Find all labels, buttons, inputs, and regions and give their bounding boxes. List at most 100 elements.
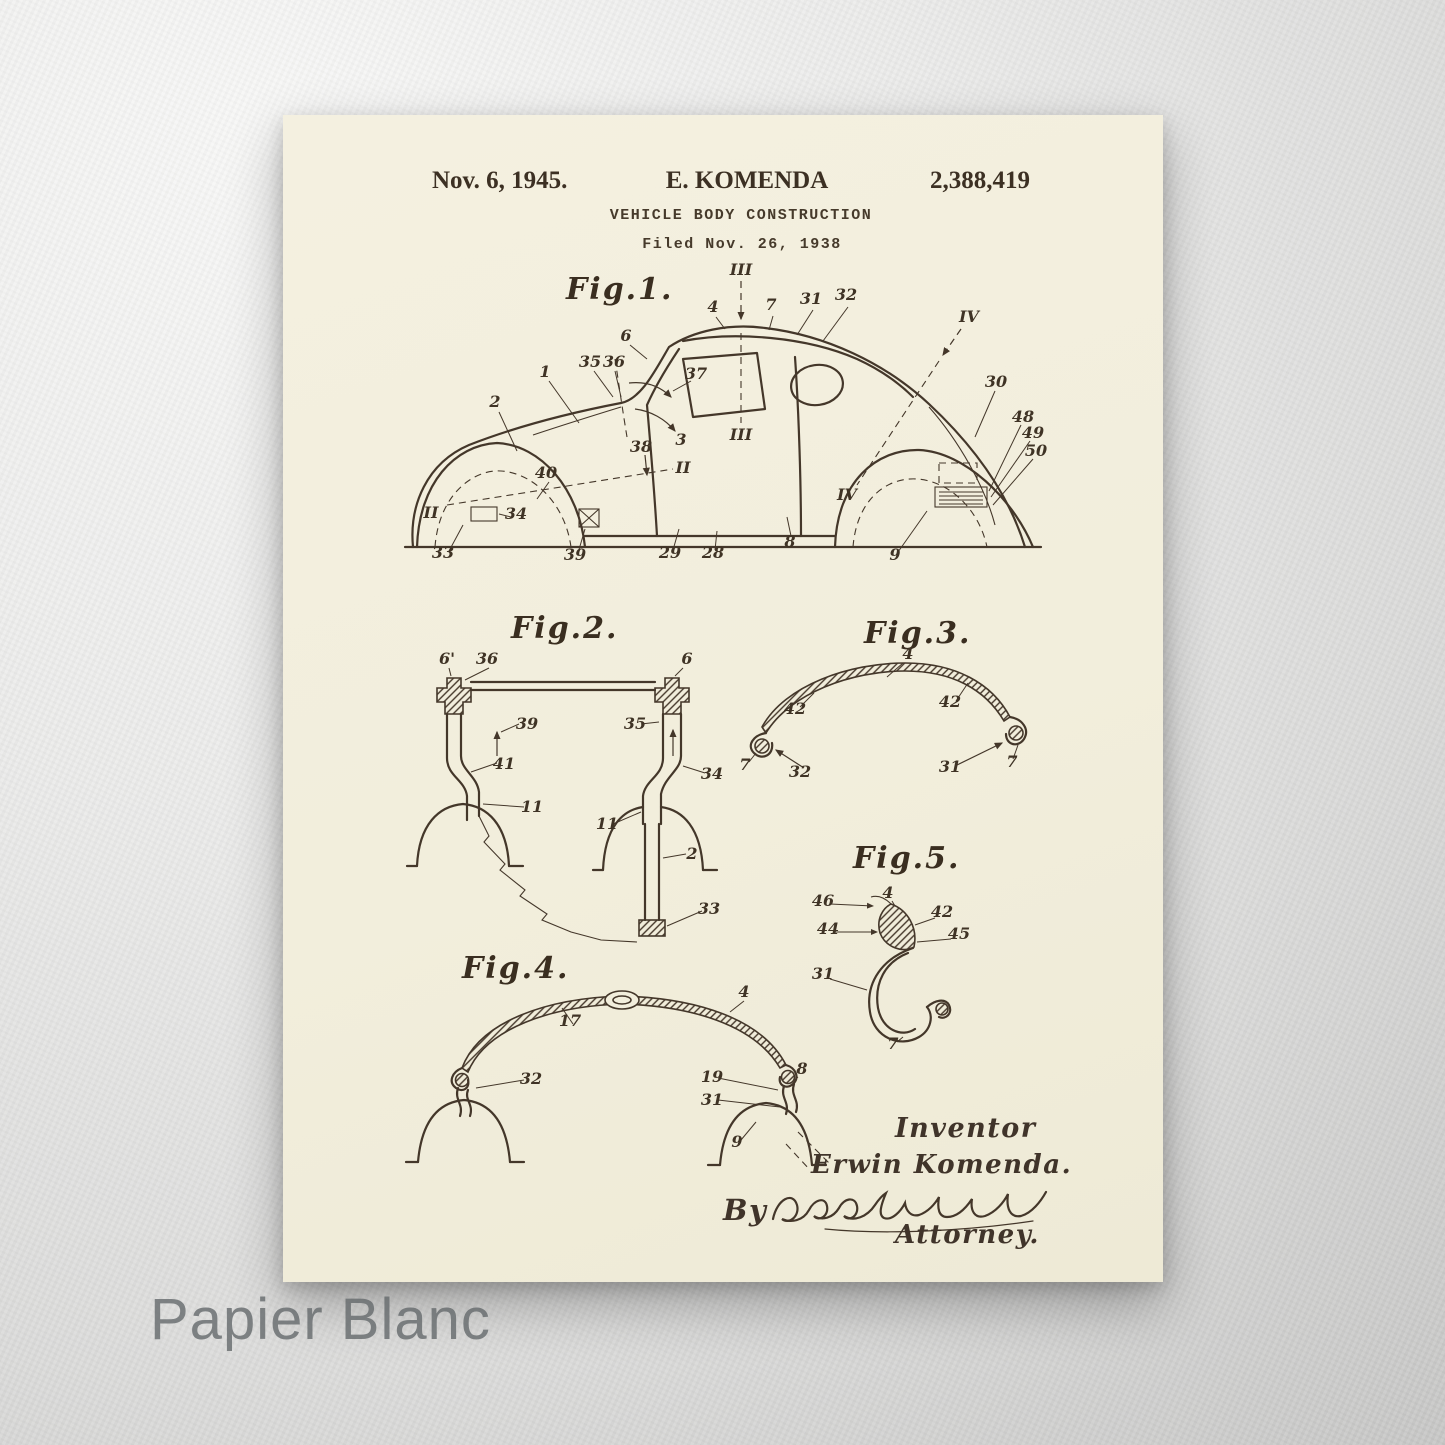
ref-label: 6 — [620, 326, 631, 345]
ref-label: 42 — [931, 902, 953, 921]
figure-title: Fig.2. — [510, 611, 618, 646]
ref-label: 35 — [624, 714, 646, 733]
ref-label: 32 — [835, 285, 857, 304]
seal-tip — [870, 895, 892, 905]
ref-label: 6 — [681, 649, 692, 668]
ref-label: 31 — [701, 1090, 723, 1109]
ref-label: 4 — [902, 644, 913, 663]
reference-numerals: 17 4 32 19 8 31 9 — [520, 982, 808, 1151]
patent-number: 2,388,419 — [930, 167, 1030, 194]
ref-label: 17 — [559, 1011, 581, 1030]
ref-label: 32 — [520, 1069, 542, 1088]
detail-parts — [470, 486, 988, 528]
ref-label: 11 — [596, 814, 618, 833]
section-label: III — [729, 260, 753, 279]
leader-lines — [448, 667, 706, 927]
end-hooks — [749, 715, 1028, 758]
ref-label: 48 — [1012, 407, 1034, 426]
reference-numerals: 4 42 42 7 32 31 7 — [739, 644, 1017, 781]
figure-title: Fig.3. — [863, 616, 971, 651]
figure-5-drawing: Fig.5. 46 4 4 — [812, 841, 970, 1053]
ref-label: 4 — [882, 883, 893, 902]
ref-label: 6' — [439, 649, 455, 668]
hook-section-right — [780, 1069, 796, 1085]
ref-label: 31 — [812, 964, 834, 983]
ref-label: 11 — [521, 797, 543, 816]
ref-label: 49 — [1022, 423, 1044, 442]
car-seam-lines — [532, 406, 996, 526]
section-label: IV — [836, 485, 858, 504]
section-profiles — [405, 680, 719, 922]
section-label: IV — [958, 307, 980, 326]
patent-poster: Nov. 6, 1945. E. KOMENDA 2,388,419 VEHIC… — [283, 115, 1163, 1282]
ref-label: 29 — [658, 543, 681, 562]
airflow-and-section-arrows — [628, 281, 962, 477]
figure-1-drawing: Fig.1. — [403, 260, 1048, 564]
ref-label: 44 — [817, 919, 839, 938]
attorney-label: Attorney. — [895, 1220, 1040, 1250]
end-hooks-and-clips — [450, 1063, 798, 1118]
ref-label: 33 — [698, 899, 720, 918]
leader-lines — [448, 306, 1034, 554]
ref-label: 28 — [701, 543, 724, 562]
ref-label: 4 — [738, 982, 749, 1001]
ref-label: 3 — [675, 430, 686, 449]
roof-bow-arch — [461, 995, 788, 1074]
ref-label: 50 — [1025, 441, 1047, 460]
ref-label: 2 — [685, 844, 697, 863]
ref-label: 34 — [701, 764, 723, 783]
inventor-label: Inventor — [895, 1113, 1037, 1144]
torn-sheet-edge — [478, 815, 638, 943]
ref-label: 19 — [701, 1067, 723, 1086]
ref-label: 9 — [731, 1132, 742, 1151]
patent-inventor-name: E. KOMENDA — [665, 167, 829, 194]
hidden-lines — [785, 1131, 831, 1171]
reference-numerals: 1 2 3 4 6 7 31 32 30 48 49 50 35 36 37 3… — [423, 260, 1048, 564]
seal-section — [878, 903, 916, 951]
figure-title: Fig.5. — [852, 841, 960, 876]
leader-lines — [829, 900, 952, 1043]
leader-lines — [748, 662, 1019, 763]
patent-filed-line: Filed Nov. 26, 1938 — [642, 236, 842, 253]
fender-domes — [404, 1098, 828, 1167]
roof-bow-arch — [761, 662, 1012, 735]
ref-label: 39 — [516, 714, 538, 733]
figure-4-drawing: Fig.4. — [404, 951, 831, 1171]
ref-label: 34 — [505, 504, 527, 523]
ref-label: 31 — [800, 289, 822, 308]
by-label: By — [723, 1193, 768, 1227]
ref-label: 35 — [579, 352, 601, 371]
watermark-text: Papier Blanc — [150, 1287, 491, 1352]
ref-label: 2 — [488, 392, 500, 411]
rail-joint-section-right — [654, 677, 690, 715]
channel-profile — [868, 946, 952, 1043]
ref-label: 36 — [476, 649, 498, 668]
hook-section-left — [754, 738, 770, 754]
attorney-signature — [771, 1190, 1048, 1233]
ref-label: 9 — [889, 545, 900, 564]
figure-3-drawing: Fig.3. 4 42 42 7 32 — [739, 616, 1028, 781]
ref-label: 38 — [630, 437, 652, 456]
ref-label: 32 — [789, 762, 811, 781]
ref-label: 42 — [784, 699, 806, 718]
ref-label: 7 — [1006, 752, 1017, 771]
hidden-construction-lines — [434, 333, 988, 548]
section-label: II — [675, 458, 691, 477]
figure-title: Fig.4. — [461, 951, 569, 986]
ref-label: 36 — [603, 352, 625, 371]
car-body-outline — [403, 325, 1043, 549]
section-label: III — [729, 425, 753, 444]
ref-label: 42 — [939, 692, 961, 711]
center-clip — [604, 990, 640, 1010]
section-label: II — [423, 503, 439, 522]
ref-label: 41 — [493, 754, 515, 773]
inventor-name: Erwin Komenda. — [811, 1150, 1073, 1180]
direction-arrows — [493, 728, 677, 756]
rail-joint-section-left — [436, 677, 472, 715]
ref-label: 46 — [812, 891, 834, 910]
ref-label: 31 — [939, 757, 961, 776]
hook-section-right — [1008, 725, 1024, 741]
ref-label: 45 — [948, 924, 970, 943]
ref-label: 30 — [985, 372, 1007, 391]
